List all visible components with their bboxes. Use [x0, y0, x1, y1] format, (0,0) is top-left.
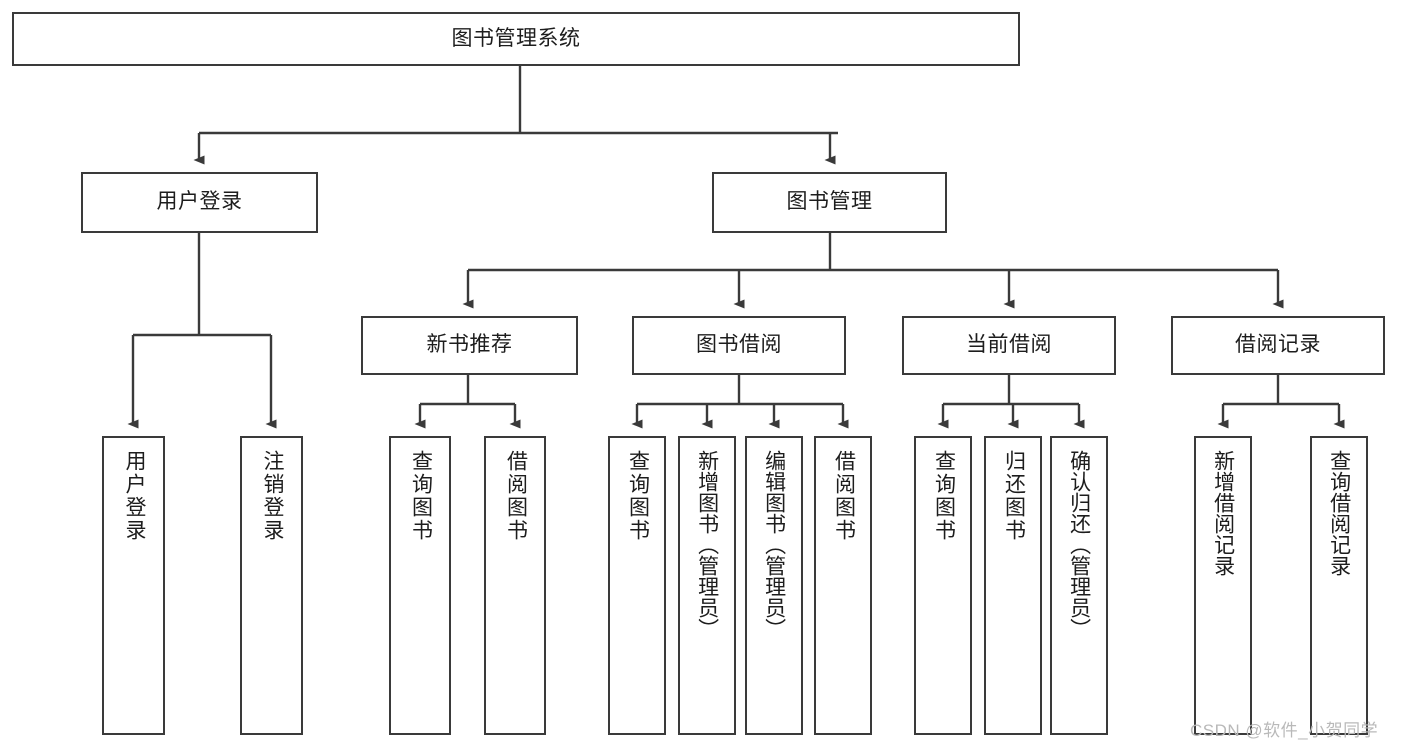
node-label: 查询图书 [932, 450, 956, 542]
node-label: 借阅图书 [832, 450, 856, 542]
node-book-borrowing[interactable]: 图书借阅 [632, 316, 846, 375]
node-user-login[interactable]: 用户登录 [81, 172, 318, 233]
node-label: 新书推荐 [426, 333, 513, 357]
node-label: 借阅图书 [504, 450, 528, 542]
node-label: 借阅记录 [1235, 333, 1321, 357]
node-label: 注销登录 [260, 450, 284, 542]
node-leaf-add-book-admin[interactable]: 新增图书（管理员） [678, 436, 736, 735]
node-leaf-add-borrow-record[interactable]: 新增借阅记录 [1194, 436, 1252, 735]
node-root-system[interactable]: 图书管理系统 [12, 12, 1020, 66]
node-label: 图书借阅 [696, 333, 782, 357]
node-leaf-borrow-book-1[interactable]: 借阅图书 [484, 436, 546, 735]
node-label: 查询借阅记录 [1327, 450, 1351, 576]
csdn-watermark: CSDN @软件_小贺同学 [1190, 721, 1379, 740]
node-label: 查询图书 [626, 450, 650, 542]
node-leaf-edit-book-admin[interactable]: 编辑图书（管理员） [745, 436, 803, 735]
node-current-borrowing[interactable]: 当前借阅 [902, 316, 1116, 375]
node-label: 查询图书 [409, 450, 433, 542]
node-leaf-query-book-2[interactable]: 查询图书 [608, 436, 666, 735]
node-new-book-recommendation[interactable]: 新书推荐 [361, 316, 578, 375]
node-label: 图书管理 [786, 190, 873, 214]
node-book-management[interactable]: 图书管理 [712, 172, 947, 233]
node-label: 用户登录 [122, 450, 146, 542]
node-label: 新增借阅记录 [1211, 450, 1235, 576]
node-label: 当前借阅 [966, 333, 1052, 357]
node-leaf-confirm-return-admin[interactable]: 确认归还（管理员） [1050, 436, 1108, 735]
node-leaf-logout[interactable]: 注销登录 [240, 436, 303, 735]
node-label: 用户登录 [156, 190, 243, 214]
node-leaf-borrow-book-2[interactable]: 借阅图书 [814, 436, 872, 735]
node-label: 归还图书 [1002, 450, 1026, 542]
node-label: 图书管理系统 [451, 26, 581, 50]
node-leaf-query-book-3[interactable]: 查询图书 [914, 436, 972, 735]
node-leaf-query-borrow-record[interactable]: 查询借阅记录 [1310, 436, 1368, 735]
node-label: 新增图书（管理员） [695, 450, 719, 639]
node-borrowing-record[interactable]: 借阅记录 [1171, 316, 1385, 375]
node-leaf-query-book-1[interactable]: 查询图书 [389, 436, 451, 735]
node-leaf-user-login[interactable]: 用户登录 [102, 436, 165, 735]
node-leaf-return-book[interactable]: 归还图书 [984, 436, 1042, 735]
node-label: 确认归还（管理员） [1067, 450, 1091, 639]
node-label: 编辑图书（管理员） [762, 450, 786, 639]
